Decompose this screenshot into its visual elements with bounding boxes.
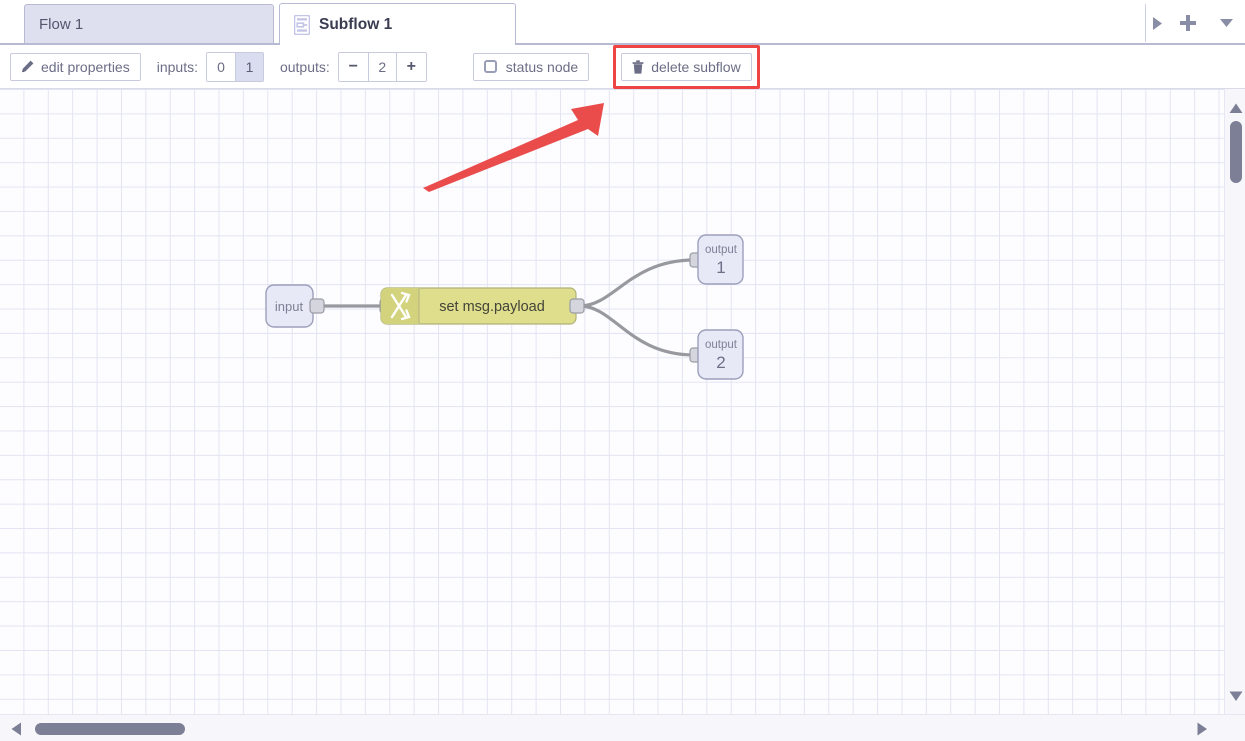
delete-subflow-button[interactable]: delete subflow <box>621 52 752 81</box>
scroll-left-icon[interactable] <box>11 722 22 741</box>
inputs-option-0[interactable]: 0 <box>206 52 235 81</box>
node-subflow-output-2[interactable]: output 2 <box>689 329 744 380</box>
horizontal-scroll-thumb[interactable] <box>35 723 185 735</box>
wire-change-to-output-1 <box>578 258 696 308</box>
node-change-label: set msg.payload <box>439 299 545 315</box>
tab-flow-1[interactable]: Flow 1 <box>24 4 274 44</box>
outputs-value: 2 <box>367 52 397 81</box>
node-subflow-output-1-label: output <box>705 244 738 256</box>
vertical-scroll-thumb[interactable] <box>1230 121 1242 183</box>
pencil-icon <box>21 60 34 73</box>
inputs-option-1[interactable]: 1 <box>234 52 263 81</box>
node-subflow-input-label: input <box>275 299 304 314</box>
trash-icon <box>632 59 644 74</box>
node-subflow-input[interactable]: input <box>265 284 325 328</box>
scroll-right-icon[interactable] <box>1197 722 1208 741</box>
flow-canvas[interactable]: input set msg.payload <box>0 89 1224 714</box>
subflow-icon <box>293 14 311 35</box>
checkbox-icon <box>483 60 497 73</box>
tab-bar: Flow 1 Subflow 1 <box>0 0 1245 45</box>
shuffle-icon <box>390 291 411 321</box>
node-subflow-output-2-number: 2 <box>716 353 725 372</box>
node-change-set-msg-payload[interactable]: set msg.payload <box>379 287 585 325</box>
add-tab-icon[interactable] <box>1174 9 1202 37</box>
vertical-scrollbar[interactable] <box>1224 89 1245 714</box>
tab-menu-icon[interactable] <box>1212 9 1240 37</box>
canvas-graph: input set msg.payload <box>265 103 744 380</box>
annotation-arrow <box>423 103 604 192</box>
tab-bar-divider <box>1145 4 1146 42</box>
scroll-down-icon[interactable] <box>1229 689 1243 707</box>
scroll-up-icon[interactable] <box>1229 101 1243 119</box>
wire-change-to-output-2 <box>578 304 696 357</box>
inputs-segmented-control[interactable]: 0 1 <box>205 51 264 82</box>
outputs-increment-button[interactable]: + <box>396 52 426 81</box>
tab-subflow-1-label: Subflow 1 <box>319 15 393 33</box>
outputs-decrement-button[interactable]: − <box>338 52 368 81</box>
edit-properties-label: edit properties <box>41 58 130 75</box>
tab-flow-1-label: Flow 1 <box>39 15 84 33</box>
subflow-toolbar: edit properties inputs: 0 1 outputs: − 2… <box>0 44 1245 89</box>
status-node-toggle[interactable]: status node <box>472 52 590 81</box>
edit-properties-button[interactable]: edit properties <box>10 52 141 81</box>
outputs-label: outputs: <box>279 58 330 75</box>
delete-subflow-label: delete subflow <box>651 58 741 75</box>
tab-bar-underline <box>0 43 1245 45</box>
node-subflow-output-1-number: 1 <box>716 258 725 277</box>
outputs-stepper: − 2 + <box>337 51 427 82</box>
delete-subflow-highlight: delete subflow <box>613 44 760 89</box>
inputs-label: inputs: <box>156 58 198 75</box>
node-subflow-output-2-label: output <box>705 339 738 351</box>
tab-subflow-1[interactable]: Subflow 1 <box>279 3 516 45</box>
status-node-label: status node <box>505 58 579 75</box>
next-tab-icon[interactable] <box>1143 9 1171 37</box>
node-subflow-output-1[interactable]: output 1 <box>689 234 744 285</box>
horizontal-scrollbar[interactable] <box>0 714 1245 741</box>
